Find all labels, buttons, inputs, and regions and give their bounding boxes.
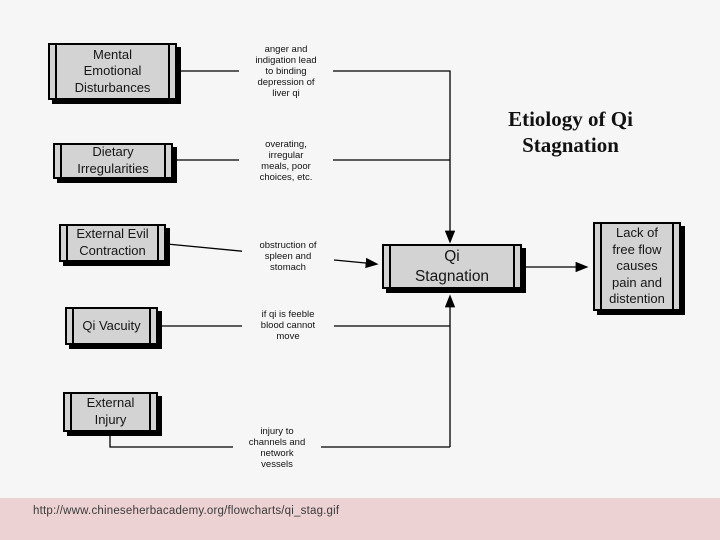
source-url: http://www.chineseherbacademy.org/flowch… [33, 505, 340, 517]
diagram-title: Etiology of Qi Stagnation [508, 107, 633, 157]
edge-label-channel-injury: injury to channels and network vessels [233, 424, 321, 472]
flow-node-external-injury: External Injury [63, 392, 158, 432]
edge-label-obstruction: obstruction of spleen and stomach [242, 238, 334, 275]
flow-node-qi-stagnation: Qi Stagnation [382, 244, 522, 289]
edge-label-anger: anger and indigation lead to binding dep… [239, 42, 333, 100]
edge-injury-to-junction [109, 430, 450, 448]
flow-node-dietary-irregularities: Dietary Irregularities [53, 143, 173, 179]
flow-node-lack-of-free-flow: Lack of free flow causes pain and disten… [593, 222, 681, 311]
flow-node-mental-emotional-disturbances: Mental Emotional Disturbances [48, 43, 177, 100]
edge-label-feeble-qi: if qi is feeble blood cannot move [242, 307, 334, 344]
flow-node-external-evil-contraction: External Evil Contraction [59, 224, 166, 262]
flow-node-qi-vacuity: Qi Vacuity [65, 307, 158, 345]
edge-label-overeating: overating, irregular meals, poor choices… [239, 138, 333, 183]
footer-bar: http://www.chineseherbacademy.org/flowch… [0, 498, 720, 540]
